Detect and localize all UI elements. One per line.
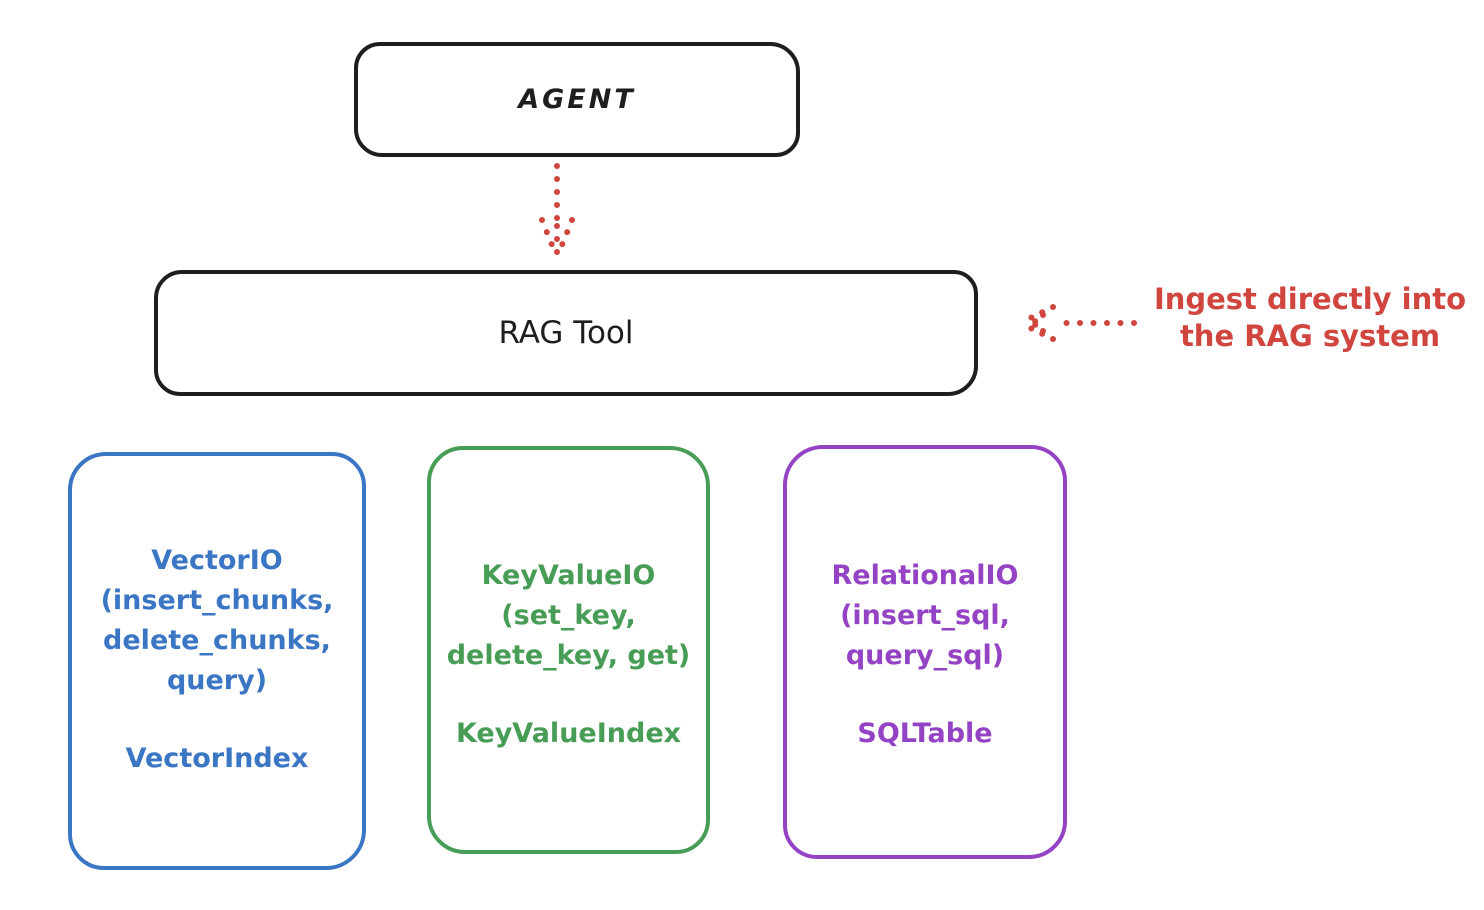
relational-io-methods-line-2: query_sql) <box>845 640 1005 671</box>
keyvalue-io-methods-line-1: (set_key, <box>501 600 636 631</box>
keyvalue-io-title: KeyValueIO <box>481 560 656 591</box>
keyvalue-io-methods-line-2: delete_key, get) <box>446 640 691 671</box>
relational-io-methods-line-1: (insert_sql, <box>840 600 1010 631</box>
dotted-arrow-left-icon <box>1019 304 1137 342</box>
vector-io-methods-line-2: delete_chunks, <box>103 625 331 656</box>
agent-label: AGENT <box>518 84 636 115</box>
keyvalue-io-box: KeyValueIO (set_key, delete_key, get) Ke… <box>427 446 710 854</box>
vector-io-methods-line-3: query) <box>166 665 268 696</box>
vector-io-methods-line-1: (insert_chunks, <box>100 585 334 616</box>
sql-table-label: SQLTable <box>857 718 993 749</box>
annotation-line-1: Ingest directly into <box>1153 282 1467 316</box>
vector-io-box: VectorIO (insert_chunks, delete_chunks, … <box>68 452 366 870</box>
rag-tool-box: RAG Tool <box>154 270 978 396</box>
agent-box: AGENT <box>354 42 800 157</box>
annotation-line-2: the RAG system <box>1179 319 1441 353</box>
rag-tool-label: RAG Tool <box>498 315 634 351</box>
vector-index-label: VectorIndex <box>125 743 309 774</box>
relational-io-title: RelationalIO <box>831 560 1019 591</box>
annotation-text: Ingest directly into the RAG system <box>1138 281 1482 355</box>
vector-io-title: VectorIO <box>151 545 283 576</box>
keyvalue-index-label: KeyValueIndex <box>455 718 682 749</box>
dotted-arrow-down-icon <box>539 163 575 259</box>
relational-io-box: RelationalIO (insert_sql, query_sql) SQL… <box>783 445 1067 859</box>
